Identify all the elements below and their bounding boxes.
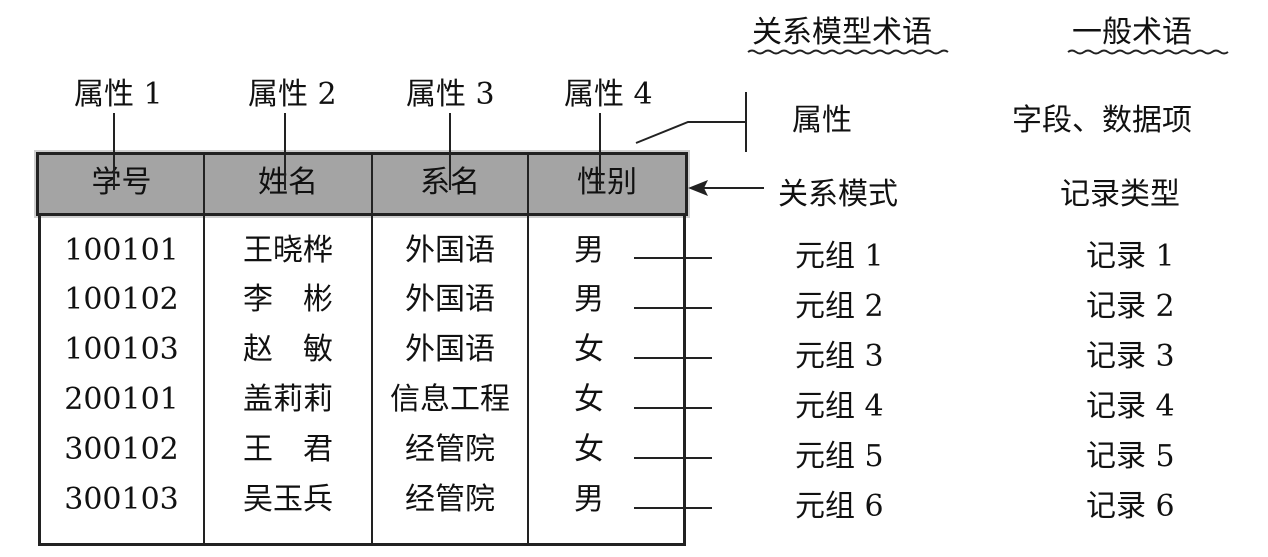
attribute-label-1: 属性 1 (74, 77, 163, 112)
cell-department: 经管院 (405, 482, 495, 517)
general-terms-heading: 一般术语 (1072, 15, 1192, 50)
wavy-underline-general (1067, 49, 1229, 55)
cell-student-id: 300103 (64, 482, 179, 517)
relational-term-attribute: 属性 (792, 103, 852, 138)
schema-arrow-head (688, 180, 708, 196)
cell-student-id: 200101 (64, 382, 179, 417)
attribute-bracket (635, 121, 746, 144)
cell-student-id: 100102 (64, 282, 179, 317)
cell-department: 外国语 (405, 282, 495, 317)
cell-gender: 女 (574, 332, 604, 367)
cell-gender: 男 (574, 233, 604, 268)
column-header-name: 姓名 (258, 165, 318, 200)
tuple-label: 元组 5 (795, 439, 884, 474)
column-divider-3 (527, 152, 529, 546)
cell-gender: 女 (574, 432, 604, 467)
cell-gender: 男 (574, 482, 604, 517)
cell-name: 盖莉莉 (243, 382, 333, 417)
column-divider-1 (203, 152, 205, 546)
cell-name: 赵 敏 (243, 332, 333, 367)
cell-gender: 女 (574, 382, 604, 417)
tuple-label: 元组 3 (795, 339, 884, 374)
cell-department: 经管院 (405, 432, 495, 467)
attribute-label-3: 属性 3 (406, 77, 495, 112)
record-label: 记录 6 (1086, 489, 1175, 524)
cell-student-id: 100101 (64, 233, 179, 268)
general-term-record-type: 记录类型 (1060, 177, 1180, 212)
record-label: 记录 3 (1086, 339, 1175, 374)
cell-student-id: 100103 (64, 332, 179, 367)
tuple-label: 元组 2 (795, 289, 884, 324)
tuple-label: 元组 4 (795, 389, 884, 424)
column-header-student-id: 学号 (91, 165, 152, 200)
relational-terms-heading: 关系模型术语 (752, 15, 932, 50)
cell-name: 王 君 (243, 432, 333, 467)
record-label: 记录 2 (1086, 289, 1175, 324)
cell-department: 信息工程 (390, 382, 510, 417)
attribute-label-2: 属性 2 (248, 77, 337, 112)
cell-student-id: 300102 (64, 432, 179, 467)
table-body (38, 216, 686, 546)
column-header-gender: 性别 (577, 165, 637, 200)
record-label: 记录 1 (1086, 239, 1175, 274)
general-term-field: 字段、数据项 (1012, 103, 1192, 138)
cell-gender: 男 (574, 282, 604, 317)
column-divider-2 (371, 152, 373, 546)
attribute-label-4: 属性 4 (564, 77, 653, 112)
cell-department: 外国语 (405, 233, 495, 268)
wavy-underline-relational (747, 49, 949, 55)
table-header-row (36, 152, 688, 216)
cell-department: 外国语 (405, 332, 495, 367)
record-label: 记录 5 (1086, 439, 1175, 474)
relational-term-schema: 关系模式 (778, 177, 898, 212)
tuple-label: 元组 6 (795, 489, 884, 524)
cell-name: 王晓桦 (243, 233, 333, 268)
cell-name: 李 彬 (243, 282, 333, 317)
tuple-label: 元组 1 (795, 239, 884, 274)
record-label: 记录 4 (1086, 389, 1175, 424)
cell-name: 吴玉兵 (243, 482, 333, 517)
